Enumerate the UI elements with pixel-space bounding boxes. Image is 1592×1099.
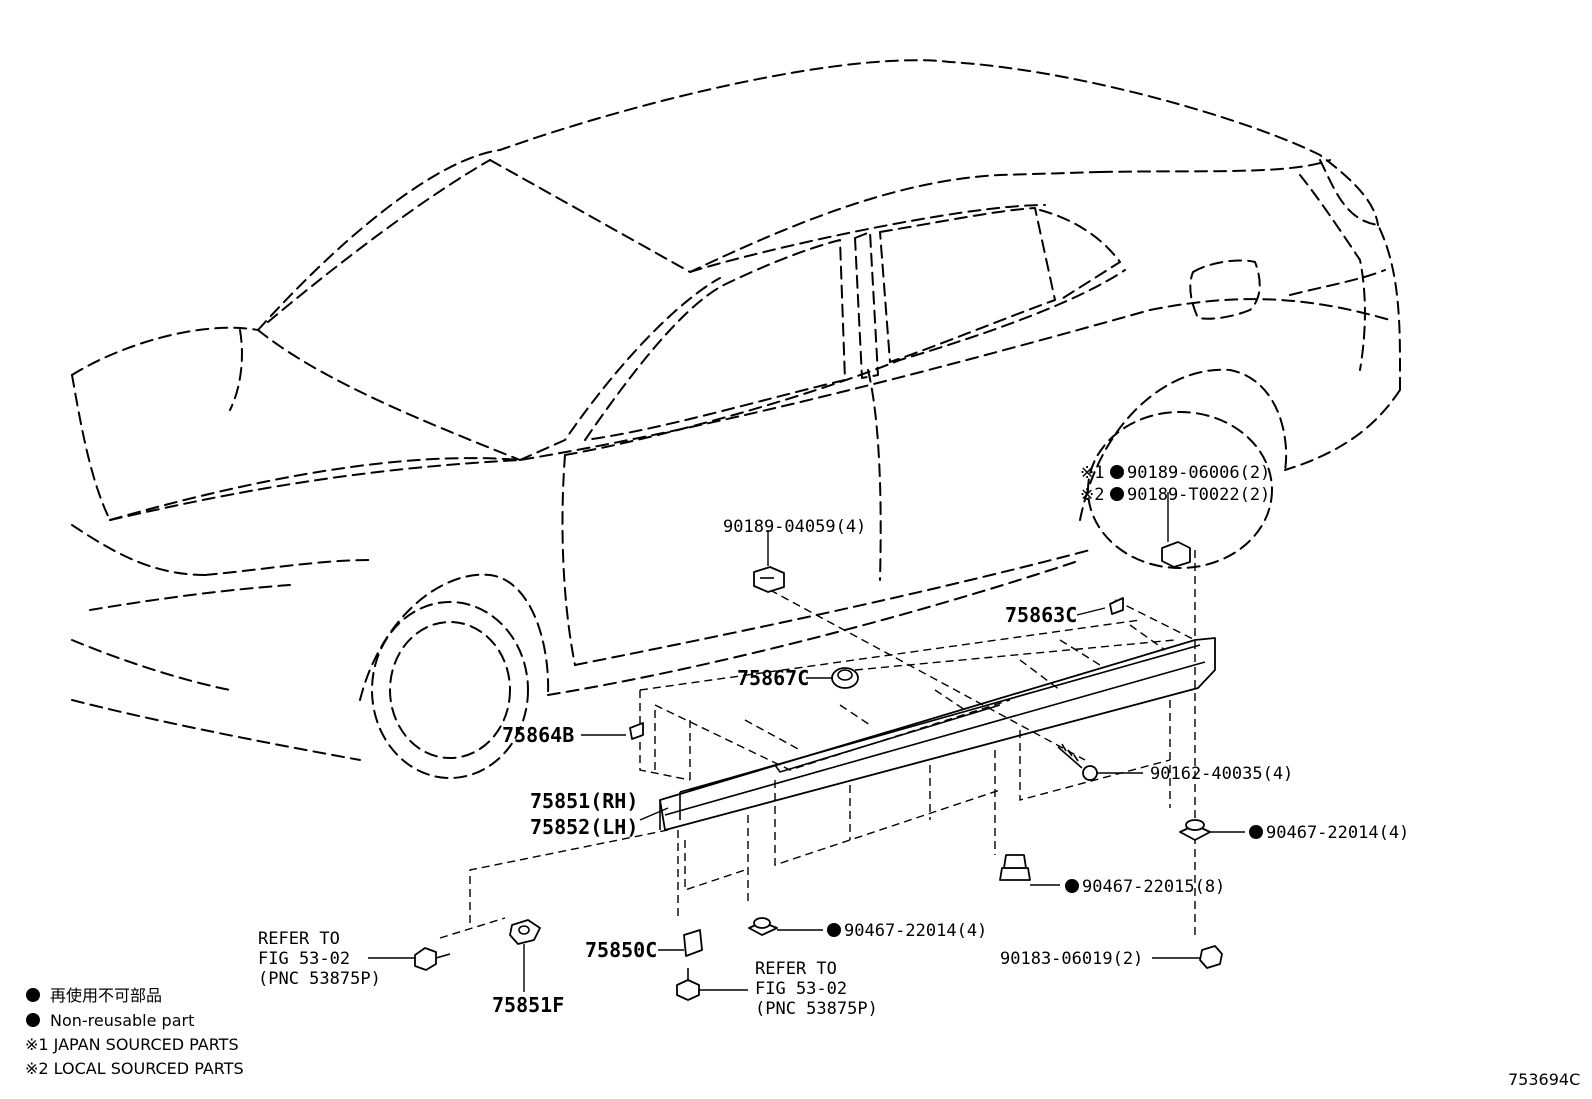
pad-75863c-icon	[1076, 597, 1124, 616]
label-90467-22014-bottom: 90467-22014(4)	[844, 921, 987, 941]
legend-jp: 再使用不可部品	[50, 986, 162, 1005]
label-90467-22014-right: 90467-22014(4)	[1266, 823, 1409, 843]
label-75867c: 75867C	[737, 666, 809, 690]
label-90162-40035: 90162-40035(4)	[1150, 764, 1293, 784]
label-75851-rh: 75851(RH)	[530, 789, 638, 813]
bolt-refer-bottom-icon	[676, 968, 748, 1001]
rocker-panel-moulding	[659, 637, 1216, 831]
non-reusable-dot	[1110, 465, 1124, 479]
label-75852-lh: 75852(LH)	[530, 815, 638, 839]
legend: 再使用不可部品 Non-reusable part ※1 JAPAN SOURC…	[25, 986, 244, 1078]
clip-90467-22014-bottom-icon	[748, 917, 823, 936]
refer-left-line1: REFER TO	[258, 929, 340, 949]
car-outline	[71, 59, 1401, 779]
mounting-phantom-grid	[439, 550, 1196, 939]
legend-note2: ※2 LOCAL SOURCED PARTS	[25, 1059, 244, 1078]
label-90183-06019: 90183-06019(2)	[1000, 949, 1143, 969]
label-75851f: 75851F	[492, 993, 564, 1017]
label-90189-06006: 90189-06006(2)	[1127, 463, 1270, 483]
label-90189-t0022: 90189-T0022(2)	[1127, 485, 1270, 505]
legend-dot	[26, 1013, 40, 1027]
label-90467-22015: 90467-22015(8)	[1082, 877, 1225, 897]
grommet-75867c-icon	[806, 667, 859, 689]
label-75850c: 75850C	[585, 938, 657, 962]
retainer-75851f-icon	[509, 919, 541, 992]
nut-90183-06019-icon	[1152, 945, 1223, 969]
non-reusable-dot	[1249, 825, 1263, 839]
legend-note1: ※1 JAPAN SOURCED PARTS	[25, 1035, 239, 1054]
refer-right-line2: FIG 53-02	[755, 979, 847, 999]
refer-right-line3: (PNC 53875P)	[755, 999, 878, 1019]
clip-90189-04059-icon	[753, 530, 785, 593]
clip-90467-22015-icon	[999, 854, 1060, 886]
clip-90467-22014-right-icon	[1179, 819, 1245, 841]
clip-90189-06006-icon	[1161, 492, 1191, 568]
label-75864b: 75864B	[502, 723, 574, 747]
illustration-code: 753694C	[1508, 1070, 1580, 1089]
non-reusable-dot	[1065, 879, 1079, 893]
non-reusable-dot	[827, 923, 841, 937]
legend-dot	[26, 988, 40, 1002]
refer-left-line2: FIG 53-02	[258, 949, 350, 969]
pad-75864b-icon	[581, 722, 644, 740]
rocker-leader	[639, 807, 669, 821]
non-reusable-dot	[1110, 487, 1124, 501]
label-p1-mark: ※1	[1080, 463, 1104, 483]
label-75863c: 75863C	[1005, 603, 1077, 627]
clip-75850c-icon	[658, 929, 703, 957]
callouts: ※1 90189-06006(2) ※2 90189-T0022(2) 9018…	[258, 463, 1409, 1019]
legend-en: Non-reusable part	[50, 1011, 194, 1030]
screw-90162-40035-icon	[1057, 743, 1143, 781]
label-p2-mark: ※2	[1080, 485, 1104, 505]
refer-left-line3: (PNC 53875P)	[258, 969, 381, 989]
bolt-refer-left-icon	[368, 947, 451, 971]
refer-right-line1: REFER TO	[755, 959, 837, 979]
label-90189-04059: 90189-04059(4)	[723, 517, 866, 537]
